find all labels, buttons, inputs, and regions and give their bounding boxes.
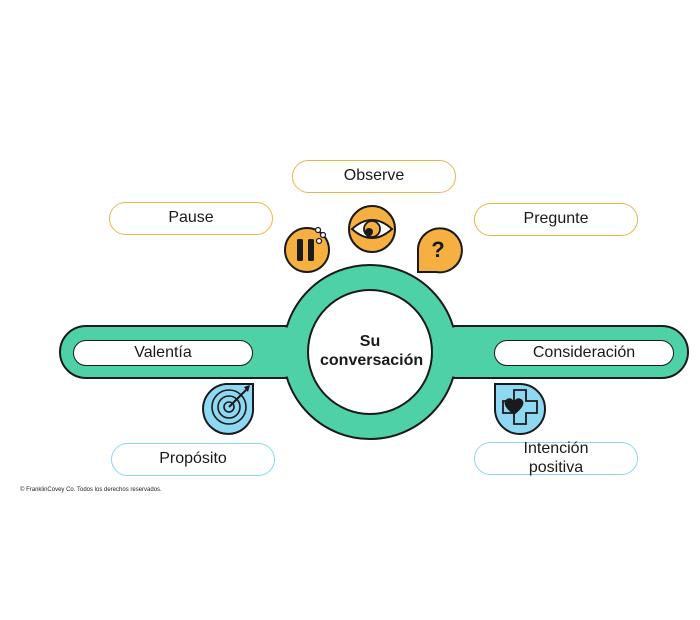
pregunte-label: Pregunte (474, 203, 638, 236)
question-icon: ? (417, 227, 463, 274)
center-label: Su conversación (320, 332, 424, 370)
pause-label: Pause (109, 202, 273, 235)
center-circle (307, 289, 433, 415)
consideracion-label: Consideración (494, 340, 674, 366)
pause-icon (284, 226, 330, 273)
proposito-label: Propósito (111, 443, 275, 476)
center-label-line1: Su (359, 333, 381, 350)
target-icon (202, 383, 255, 435)
center-label-line2: conversación (320, 352, 424, 370)
intencion-label: Intención positiva (474, 440, 638, 476)
observe-label: Observe (292, 160, 456, 193)
eye-icon (348, 205, 396, 253)
svg-text:?: ? (431, 237, 444, 262)
heart-plus-icon (494, 383, 546, 435)
copyright-notice: © FranklinCovey Co. Todos los derechos r… (20, 487, 162, 493)
valentia-label: Valentía (73, 340, 253, 366)
